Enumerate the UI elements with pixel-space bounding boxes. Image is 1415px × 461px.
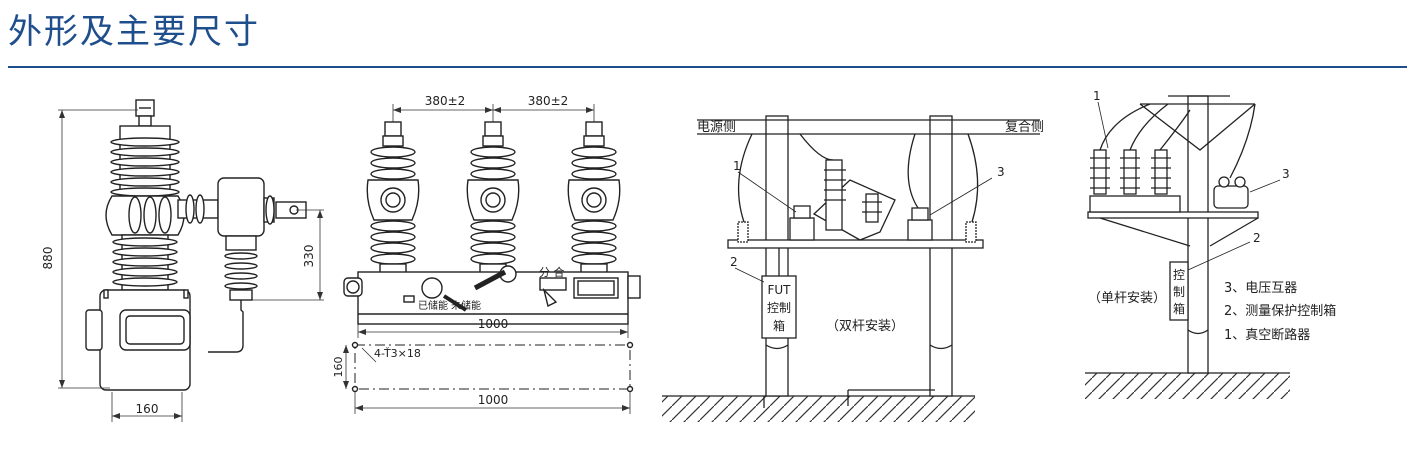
fig4-callout-2: 2	[1253, 231, 1261, 245]
fut-box-line2: 控制	[767, 301, 791, 315]
figure-side-view	[58, 99, 324, 422]
figure-front-view	[343, 121, 641, 393]
fig3-callout-2: 2	[730, 255, 738, 269]
double-pole-caption: （双杆安装）	[826, 319, 904, 334]
legend-item-1: 1、真空断路器	[1224, 327, 1310, 343]
fut-box-line3: 箱	[773, 318, 785, 333]
source-side-label: 电源侧	[697, 120, 736, 135]
ct-housing	[217, 177, 265, 237]
pole-right	[567, 121, 621, 275]
legend-item-2: 2、测量保护控制箱	[1224, 303, 1336, 319]
lower-insulator-sheds	[112, 234, 178, 291]
dim-base-depth-label: 160	[332, 357, 345, 378]
unstored-energy-label: 未储能	[451, 299, 481, 312]
pole-left	[366, 121, 420, 275]
upper-insulator-sheds	[110, 125, 180, 197]
dim-width-label: 160	[136, 402, 159, 416]
fig4-callout-1: 1	[1093, 89, 1101, 103]
page-title: 外形及主要尺寸	[8, 12, 260, 52]
figure-double-pole	[662, 115, 1040, 422]
dim-spacing-left: 380±2	[425, 94, 466, 108]
control-box-line1: 控	[1173, 268, 1185, 282]
fig3-callout-3: 3	[997, 165, 1005, 179]
fut-box-line1: FUT	[767, 283, 791, 297]
fig4-callout-3: 3	[1282, 167, 1290, 181]
legend-item-3: 3、电压互器	[1224, 281, 1297, 296]
single-pole-caption: （单杆安装）	[1088, 291, 1166, 306]
stored-energy-label: 已储能	[418, 299, 448, 312]
control-box-line3: 箱	[1173, 301, 1185, 316]
compound-side-label: 复合侧	[1005, 120, 1044, 135]
figure-single-pole	[1085, 95, 1290, 399]
title-underline	[8, 66, 1407, 68]
pole-middle	[466, 121, 520, 275]
dim-length-label: 1000	[478, 317, 509, 331]
dim-spacing-right: 380±2	[528, 94, 569, 108]
dim-base-length-label: 1000	[478, 393, 509, 407]
fig3-callout-1: 1	[733, 159, 741, 173]
dim-330-label: 330	[302, 245, 316, 268]
dim-height-label: 880	[41, 247, 55, 270]
control-box-line2: 制	[1173, 285, 1185, 299]
holes-label: 4-Ť3×18	[374, 347, 421, 360]
open-close-label: 分 合	[539, 265, 565, 279]
